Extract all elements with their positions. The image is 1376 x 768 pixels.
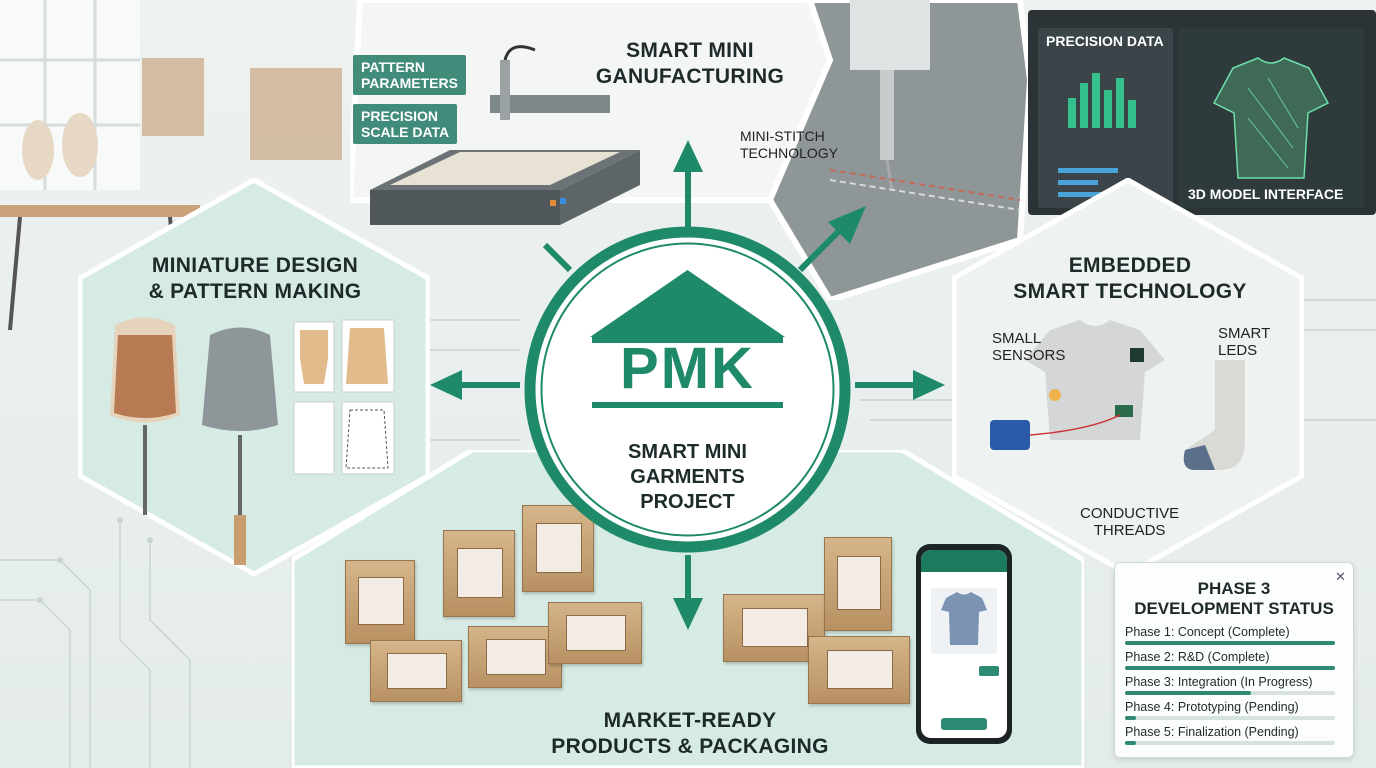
precision-scale-tag: PRECISION SCALE DATA — [353, 104, 458, 144]
product-box — [824, 537, 892, 631]
product-box — [548, 602, 642, 664]
precision-data-label: PRECISION DATA — [1046, 33, 1164, 49]
leds-label: SMART LEDS — [1218, 325, 1271, 359]
product-box — [443, 530, 515, 617]
sensors-label: SMALL SENSORS — [992, 330, 1066, 364]
phase-label: Phase 5: Finalization (Pending) — [1125, 725, 1299, 739]
mini-stitch-label: MINI-STITCH TECHNOLOGY — [740, 128, 839, 161]
3d-model-panel: 3D MODEL INTERFACE — [1178, 28, 1364, 208]
product-box — [808, 636, 910, 704]
product-box — [468, 626, 562, 688]
design-title: MINIATURE DESIGN & PATTERN MAKING — [148, 254, 362, 303]
phase-label: Phase 1: Concept (Complete) — [1125, 625, 1290, 639]
status-phase-2: Phase 2: R&D (Complete) — [1125, 650, 1345, 670]
status-phase-4: Phase 4: Prototyping (Pending) — [1125, 700, 1345, 720]
product-box — [370, 640, 462, 702]
smart-tech-title: EMBEDDED SMART TECHNOLOGY — [1013, 254, 1247, 303]
pmk-logo-text: PMK — [620, 336, 755, 401]
phase-label: Phase 3: Integration (In Progress) — [1125, 675, 1313, 689]
phase-label: Phase 4: Prototyping (Pending) — [1125, 700, 1299, 714]
product-box — [522, 505, 594, 592]
phone-mockup — [916, 544, 1012, 744]
monitor: PRECISION DATA 3D MODEL INTERFACE — [1028, 10, 1376, 215]
product-box — [345, 560, 415, 644]
center-subtitle: SMART MINI GARMENTS PROJECT — [628, 441, 747, 513]
smart-garments-image — [980, 320, 1260, 500]
status-phase-3: Phase 3: Integration (In Progress) — [1125, 675, 1345, 695]
sewing-needle-image — [829, 0, 1021, 230]
mannequins-image — [100, 305, 290, 570]
phase-progress-bar — [1125, 741, 1335, 745]
phase-progress-bar — [1125, 716, 1335, 720]
phase-progress-bar — [1125, 666, 1335, 670]
status-phase-5: Phase 5: Finalization (Pending) — [1125, 725, 1345, 745]
3d-model-label: 3D MODEL INTERFACE — [1188, 186, 1344, 202]
manufacturing-title: SMART MINI GANUFACTURING — [595, 39, 785, 88]
center-hub — [520, 222, 855, 557]
phase-progress-bar — [1125, 641, 1335, 645]
precision-data-panel: PRECISION DATA — [1038, 28, 1173, 208]
status-title: PHASE 3 DEVELOPMENT STATUS — [1134, 579, 1334, 618]
cnc-cutter-image — [360, 40, 660, 260]
status-phase-1: Phase 1: Concept (Complete) — [1125, 625, 1345, 645]
pattern-pieces-image — [292, 318, 402, 478]
pattern-parameters-tag: PATTERN PARAMETERS — [353, 55, 466, 95]
phase-progress-bar — [1125, 691, 1335, 695]
threads-label: CONDUCTIVE THREADS — [1080, 505, 1180, 539]
development-status-panel: ✕ PHASE 3 DEVELOPMENT STATUS Phase 1: Co… — [1114, 562, 1354, 758]
market-title: MARKET-READY PRODUCTS & PACKAGING — [551, 709, 829, 758]
phone-screen — [921, 550, 1007, 738]
phase-label: Phase 2: R&D (Complete) — [1125, 650, 1270, 664]
close-icon[interactable]: ✕ — [1335, 569, 1346, 584]
